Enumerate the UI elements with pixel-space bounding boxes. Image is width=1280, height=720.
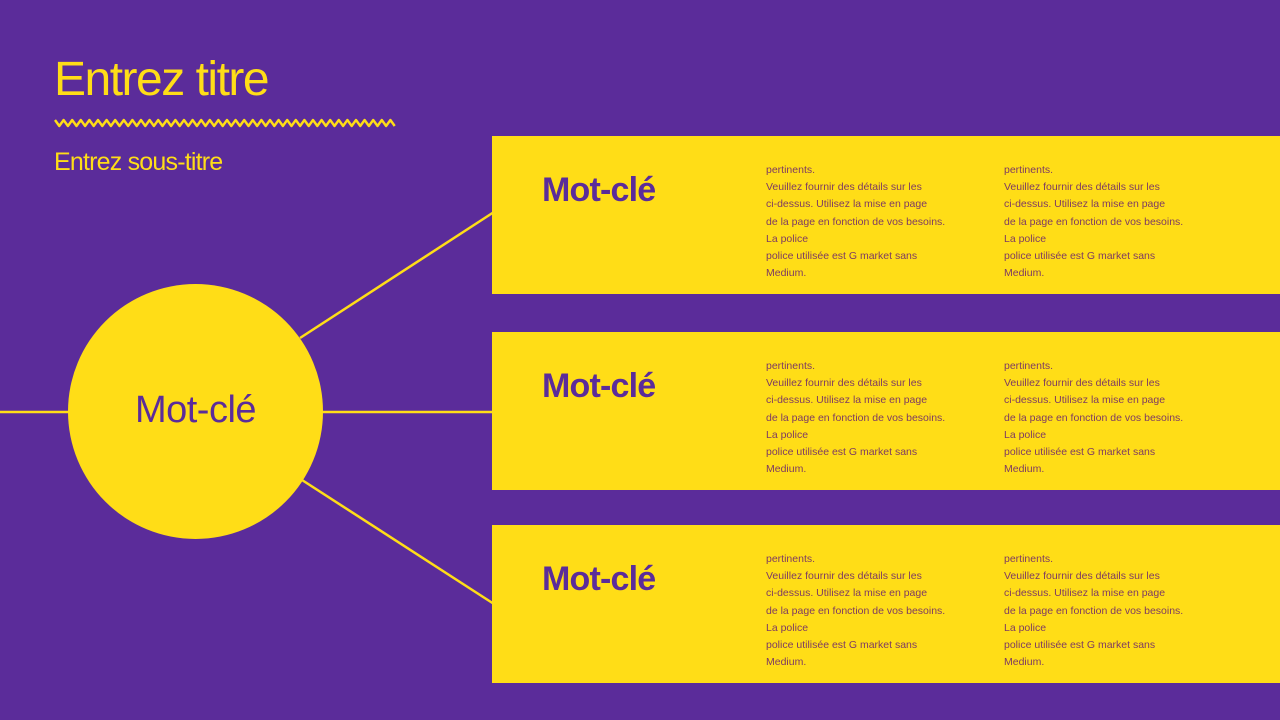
text-line: police utilisée est G market sans [1004,445,1156,458]
text-line: La police [766,428,809,441]
connector-bottom [301,478,495,606]
text-line: pertinents. [1004,553,1054,565]
text-line: de la page en fonction de vos besoins. [1004,604,1184,617]
text-line: pertinents. [1004,360,1054,372]
text-line: Medium. [1004,463,1045,476]
text-line: ci-dessus. Utilisez la mise en page [1004,394,1166,407]
text-line: pertinents. [766,164,816,176]
slide-title: Entrez titre [54,53,270,106]
connector-top [299,210,495,340]
hub-circle: Mot-clé [68,284,323,539]
branch-box-2: Mot-clé pertinents. Veuillez fournir des… [492,332,1280,490]
text-line: Veuillez fournir des détails sur les [766,570,922,583]
text-line: Medium. [766,267,807,280]
text-line: Veuillez fournir des détails sur les [1004,377,1160,390]
text-line: Medium. [766,656,807,669]
text-line: police utilisée est G market sans [766,249,918,262]
text-line: pertinents. [1004,164,1054,176]
text-line: Medium. [1004,656,1045,669]
branch-keyword: Mot-clé [542,171,656,209]
slide-subtitle: Entrez sous-titre [54,148,223,176]
text-line: police utilisée est G market sans [1004,249,1156,262]
text-line: pertinents. [766,553,816,565]
text-line: Veuillez fournir des détails sur les [1004,181,1160,194]
branch-text-column-2: pertinents. Veuillez fournir des détails… [1004,358,1183,478]
text-line: police utilisée est G market sans [766,445,918,458]
text-line: ci-dessus. Utilisez la mise en page [766,587,928,600]
text-line: Veuillez fournir des détails sur les [1004,570,1160,583]
text-line: de la page en fonction de vos besoins. [766,215,946,228]
branch-keyword: Mot-clé [542,560,656,598]
text-line: de la page en fonction de vos besoins. [1004,411,1184,424]
hub-label: Mot-clé [134,388,257,431]
text-line: police utilisée est G market sans [1004,638,1156,651]
text-line: ci-dessus. Utilisez la mise en page [766,198,928,211]
text-line: pertinents. [766,360,816,372]
branch-text-column-1: pertinents. Veuillez fournir des détails… [766,358,945,478]
text-line: La police [766,232,809,245]
text-line: de la page en fonction de vos besoins. [766,411,946,424]
text-line: de la page en fonction de vos besoins. [1004,215,1184,228]
text-line: ci-dessus. Utilisez la mise en page [766,394,928,407]
text-line: Veuillez fournir des détails sur les [766,181,922,194]
branch-text-column-1: pertinents. Veuillez fournir des détails… [766,162,945,282]
text-line: La police [1004,428,1047,441]
branch-text-column-1: pertinents. Veuillez fournir des détails… [766,551,945,671]
text-line: Veuillez fournir des détails sur les [766,377,922,390]
zigzag-divider [54,118,396,128]
text-line: Medium. [1004,267,1045,280]
text-line: La police [1004,621,1047,634]
text-line: La police [766,621,809,634]
text-line: Medium. [766,463,807,476]
text-line: de la page en fonction de vos besoins. [766,604,946,617]
text-line: La police [1004,232,1047,245]
text-line: ci-dessus. Utilisez la mise en page [1004,587,1166,600]
text-line: ci-dessus. Utilisez la mise en page [1004,198,1166,211]
text-line: police utilisée est G market sans [766,638,918,651]
branch-box-1: Mot-clé pertinents. Veuillez fournir des… [492,136,1280,294]
branch-keyword: Mot-clé [542,367,656,405]
branch-text-column-2: pertinents. Veuillez fournir des détails… [1004,551,1183,671]
branch-box-3: Mot-clé pertinents. Veuillez fournir des… [492,525,1280,683]
branch-text-column-2: pertinents. Veuillez fournir des détails… [1004,162,1183,282]
